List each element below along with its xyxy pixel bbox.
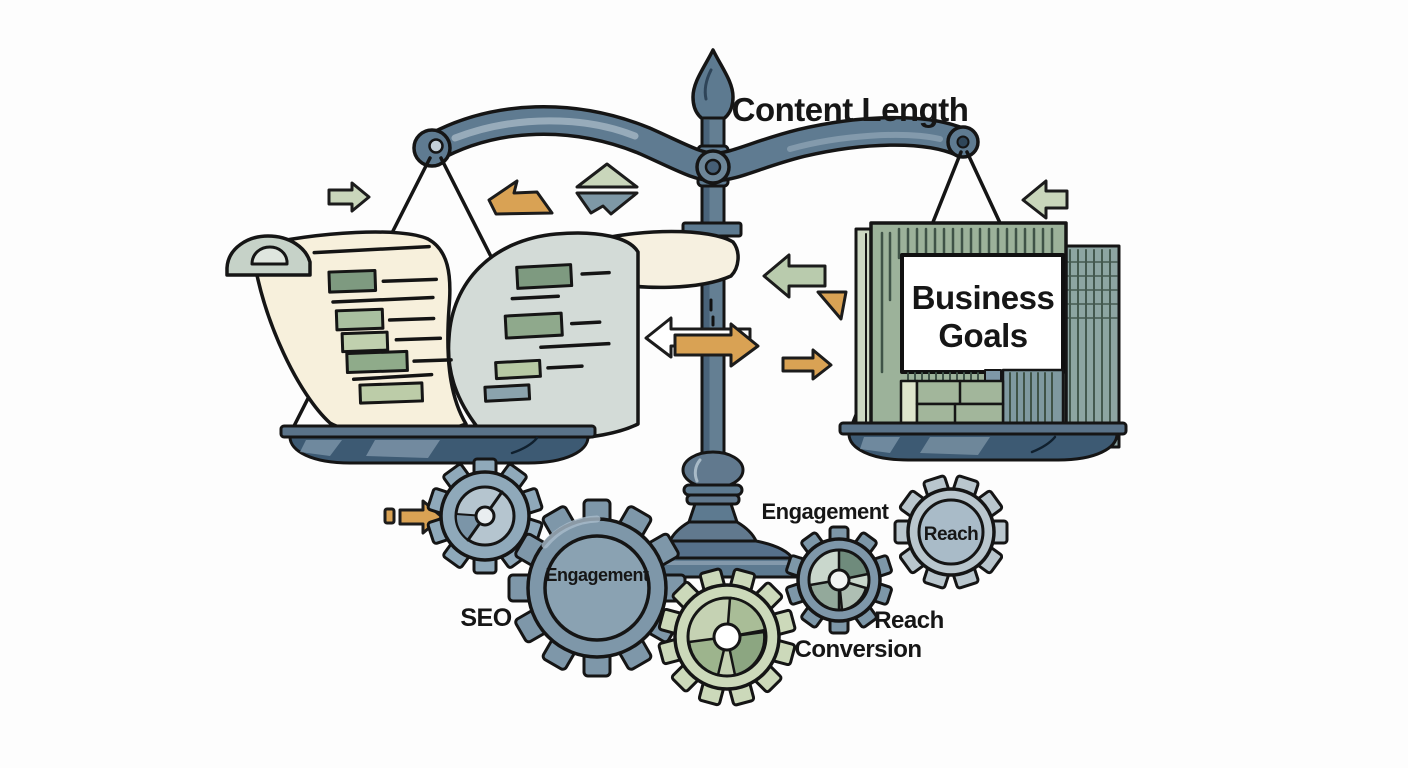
gear-green-conversion — [657, 567, 797, 707]
gear-right-reach: Reach — [893, 474, 1009, 590]
arrow-bent-left-icon — [487, 179, 554, 216]
arrow-right-orange-icon — [673, 322, 760, 368]
arrow-right-small-icon — [781, 348, 833, 381]
page-title: Content Length — [732, 91, 969, 128]
right-pan — [838, 421, 1128, 462]
scroll-cream-content — [312, 244, 453, 405]
gear-label-engagement-center: Engagement — [545, 565, 649, 585]
label-reach: Reach — [874, 607, 944, 634]
arrow-left-green-icon — [1021, 179, 1069, 220]
gear-medium-reach — [785, 525, 893, 635]
arrow-up-icon — [575, 162, 639, 189]
content-scroll — [225, 229, 740, 441]
label-seo: SEO — [460, 604, 511, 632]
arrow-corner-icon — [816, 290, 848, 321]
label-conversion: Conversion — [794, 636, 921, 663]
business-goals-sign — [900, 253, 1065, 374]
arrow-down-icon — [575, 191, 639, 216]
pedestal — [641, 298, 805, 579]
gear-big-engagement: Engagement — [507, 498, 687, 678]
left-pan — [279, 424, 597, 465]
finial-icon — [691, 48, 735, 124]
sign-line-2: Goals — [938, 317, 1027, 354]
scroll-gray-content — [483, 263, 611, 403]
arrows — [327, 162, 1069, 535]
label-engagement: Engagement — [761, 499, 889, 524]
business-goals-building — [854, 221, 1121, 449]
gear-label-reach-inside: Reach — [924, 524, 979, 545]
arrow-left-icon — [762, 253, 827, 299]
sign-line-1: Business — [912, 279, 1055, 316]
scale-beam — [412, 105, 980, 185]
arrow-right-icon — [327, 181, 371, 213]
